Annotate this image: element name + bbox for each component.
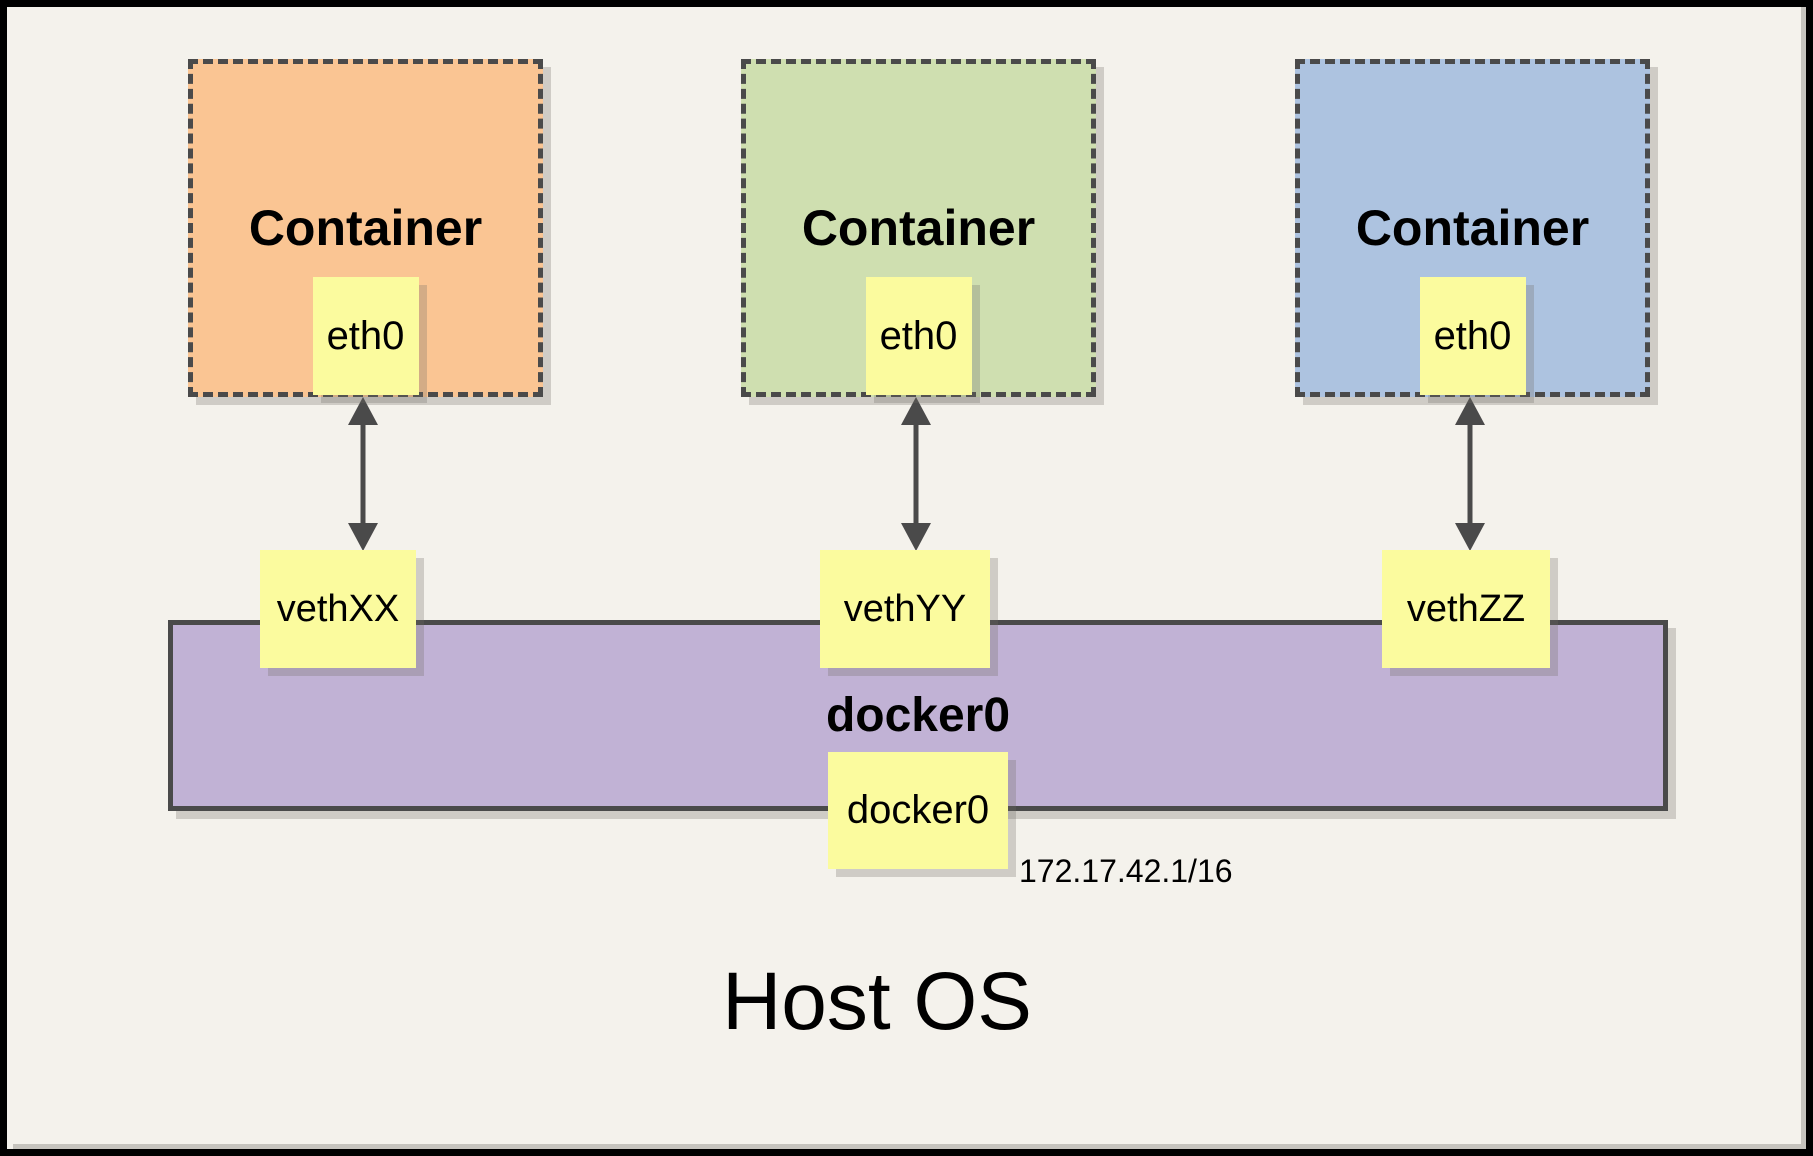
frame-inner-shadow-bottom — [13, 1144, 1806, 1149]
veth-arrow-2-icon — [901, 397, 931, 551]
vethZZ-text: vethZZ — [1406, 587, 1526, 630]
container-3-eth0-text: eth0 — [1433, 313, 1512, 358]
vethYY-text: vethYY — [843, 587, 967, 630]
vethXX-text: vethXX — [276, 587, 400, 630]
container-2-eth0-text: eth0 — [879, 313, 958, 358]
container-3-eth0-label: eth0 — [1419, 277, 1526, 395]
docker0-interface-label: docker0 — [828, 752, 1008, 869]
arrow-3-down-head-icon — [1455, 523, 1485, 551]
container-1-eth0-label: eth0 — [312, 277, 419, 395]
arrow-2-shaft — [913, 419, 919, 529]
vethYY-label: vethYY — [820, 550, 990, 668]
container-1-title: Container — [248, 200, 483, 256]
host-os-title: Host OS — [722, 956, 1032, 1047]
arrow-2-down-head-icon — [901, 523, 931, 551]
container-2-eth0-label: eth0 — [865, 277, 972, 395]
vethXX-label: vethXX — [260, 550, 416, 668]
vethZZ-label: vethZZ — [1382, 550, 1550, 668]
container-box-2: Container eth0 — [741, 59, 1096, 397]
arrow-1-shaft — [360, 419, 366, 529]
veth-arrow-1-icon — [348, 397, 378, 551]
container-2-title: Container — [801, 200, 1036, 256]
arrow-3-shaft — [1467, 419, 1473, 529]
docker0-ip-address: 172.17.42.1/16 — [1019, 853, 1233, 889]
container-1-eth0-text: eth0 — [326, 313, 405, 358]
container-box-3: Container eth0 — [1295, 59, 1650, 397]
veth-arrow-3-icon — [1455, 397, 1485, 551]
docker0-interface-text: docker0 — [846, 788, 990, 832]
container-box-1: Container eth0 — [188, 59, 543, 397]
frame-inner-shadow-right — [1801, 7, 1806, 1149]
container-3-title: Container — [1355, 200, 1590, 256]
arrow-1-down-head-icon — [348, 523, 378, 551]
docker0-bridge-title: docker0 — [825, 689, 1011, 742]
